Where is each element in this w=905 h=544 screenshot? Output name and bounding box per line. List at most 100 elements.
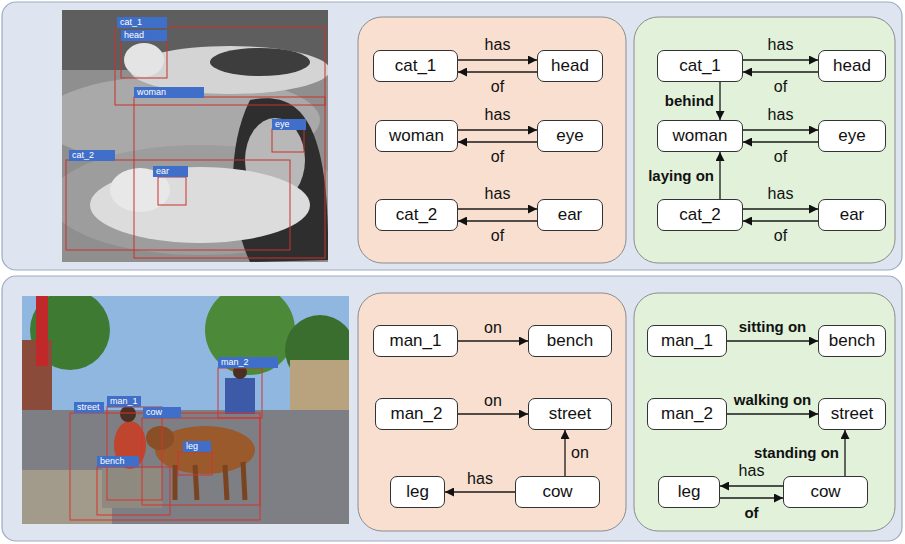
relation-label: of xyxy=(773,78,788,96)
object-tag: man_1 xyxy=(107,396,141,407)
sidewalk xyxy=(22,470,112,524)
bench xyxy=(102,468,162,508)
bounding-box xyxy=(70,413,260,520)
relation-arrow xyxy=(458,59,537,60)
object-node: cow xyxy=(515,476,600,508)
node-label: man_2 xyxy=(661,404,713,424)
graph-panel xyxy=(634,293,895,531)
relation-label: on xyxy=(570,444,590,462)
node-label: bench xyxy=(829,331,875,351)
object-tag: head xyxy=(121,30,167,41)
relation-label: has xyxy=(767,185,795,203)
sign xyxy=(36,296,48,366)
relation-label: has xyxy=(484,185,512,203)
relation-arrow xyxy=(743,220,818,221)
relation-label: has xyxy=(484,106,512,124)
relation-arrow xyxy=(458,141,537,142)
street xyxy=(22,410,349,524)
object-node: ear xyxy=(537,199,603,231)
node-label: woman xyxy=(673,126,728,146)
object-tag: street xyxy=(74,402,104,413)
relation-label: of xyxy=(490,148,505,166)
object-tag: man_2 xyxy=(218,357,278,368)
relation-label: laying on xyxy=(647,167,715,185)
cow-head xyxy=(146,426,174,450)
relation-label: has xyxy=(767,36,795,54)
relation-arrow xyxy=(458,129,537,130)
object-tag: eye xyxy=(272,119,306,130)
node-label: ear xyxy=(558,205,583,225)
relation-arrow xyxy=(564,430,565,476)
man xyxy=(225,378,255,414)
node-label: head xyxy=(551,56,589,76)
node-label: cat_1 xyxy=(395,56,437,76)
relation-arrow xyxy=(458,413,528,414)
object-node: woman xyxy=(375,120,458,152)
node-label: man_1 xyxy=(661,331,713,351)
node-label: ear xyxy=(840,205,865,225)
relation-arrow xyxy=(458,340,528,341)
relation-arrow xyxy=(445,491,515,492)
node-label: cow xyxy=(810,482,840,502)
cow-legs xyxy=(175,462,245,500)
bounding-box xyxy=(121,40,167,78)
object-node: man_1 xyxy=(373,325,458,357)
bounding-box xyxy=(142,418,260,505)
relation-arrow xyxy=(743,129,818,130)
relation-label: on xyxy=(483,392,503,410)
object-tag: bench xyxy=(97,456,139,467)
object-node: man_2 xyxy=(375,398,458,430)
relation-arrow xyxy=(719,82,720,120)
bounding-box xyxy=(66,160,290,250)
graph-panel xyxy=(358,17,626,263)
tree xyxy=(205,296,295,375)
cat-patch xyxy=(210,48,310,76)
relation-arrow xyxy=(727,340,818,341)
node-label: leg xyxy=(406,482,429,502)
node-label: street xyxy=(831,404,874,424)
object-node: head xyxy=(537,50,603,82)
relation-label: of xyxy=(773,227,788,245)
object-node: ear xyxy=(818,199,886,231)
relation-arrow xyxy=(727,413,818,414)
tree xyxy=(30,296,110,370)
bounding-box xyxy=(218,368,262,418)
object-tag: leg xyxy=(183,441,211,452)
relation-label: of xyxy=(773,148,788,166)
relation-label: of xyxy=(743,504,759,522)
relation-arrow xyxy=(743,141,818,142)
object-tag: cow xyxy=(143,407,181,418)
node-label: cat_2 xyxy=(396,205,438,225)
bounding-box xyxy=(107,407,162,500)
object-tag: woman xyxy=(134,87,204,98)
relation-label: behind xyxy=(664,92,715,110)
relation-arrow xyxy=(720,497,783,498)
bounding-boxes xyxy=(70,368,262,520)
relation-arrow xyxy=(458,71,537,72)
relation-label: has xyxy=(466,470,494,488)
object-node: eye xyxy=(818,120,886,152)
object-node: bench xyxy=(528,325,612,357)
outer-panel xyxy=(2,276,902,541)
bounding-box xyxy=(115,27,325,105)
object-node: eye xyxy=(537,120,603,152)
object-node: man_1 xyxy=(647,325,727,357)
relation-arrow xyxy=(743,59,818,60)
relation-label: has xyxy=(484,36,512,54)
relation-label: walking on xyxy=(733,391,813,409)
outer-panel xyxy=(2,2,902,270)
node-label: bench xyxy=(547,331,593,351)
bounding-box xyxy=(272,129,304,152)
node-label: head xyxy=(833,56,871,76)
object-node: woman xyxy=(657,120,743,152)
relation-arrow xyxy=(844,430,845,476)
bounding-box xyxy=(158,177,186,205)
node-label: street xyxy=(549,404,592,424)
object-node: cat_1 xyxy=(373,50,458,82)
object-node: street xyxy=(818,398,886,430)
relation-arrow xyxy=(458,208,537,209)
object-tag: ear xyxy=(153,166,188,177)
object-node: leg xyxy=(390,476,445,508)
object-tag: cat_2 xyxy=(69,150,115,161)
relation-arrow xyxy=(743,71,818,72)
